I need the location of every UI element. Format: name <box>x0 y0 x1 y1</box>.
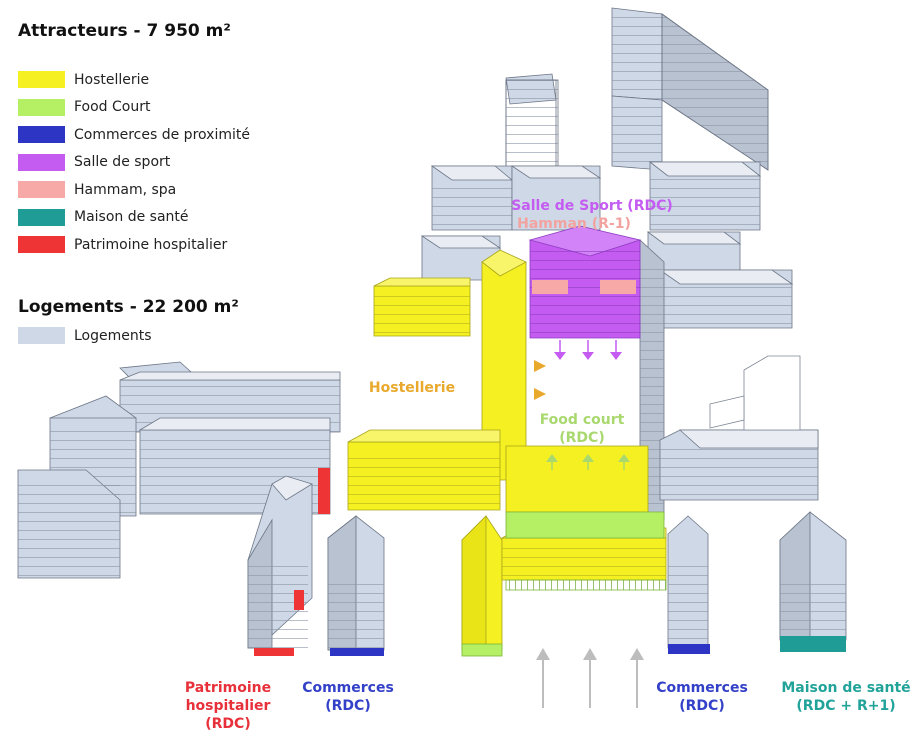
legend-item-logements: Logements <box>18 322 152 350</box>
legend-item-label: Patrimoine hospitalier <box>74 236 228 253</box>
label-commerces-left: Commerces <box>302 680 394 696</box>
food-arrows <box>546 454 630 470</box>
label-patrimoine: Patrimoine <box>185 680 271 696</box>
label-maison-sante: Maison de santé <box>781 680 910 696</box>
label-food-court-rdc: (RDC) <box>559 430 604 446</box>
label-patrimoine-2: hospitalier <box>186 698 271 714</box>
legend-item-label: Commerces de proximité <box>74 126 250 143</box>
label-maison-sante-floors: (RDC + R+1) <box>796 698 895 714</box>
food-court-buildings <box>461 511 667 657</box>
legend-attracteurs-list: Hostellerie Food Court Commerces de prox… <box>18 66 250 259</box>
legend-swatch <box>18 126 65 144</box>
housing-buildings <box>17 7 847 651</box>
legend-item-label: Logements <box>74 327 152 344</box>
label-commerces-right-rdc: (RDC) <box>679 698 724 714</box>
legend-item-label: Food Court <box>74 99 151 116</box>
legend-swatch <box>18 181 65 199</box>
legend-item-label: Salle de sport <box>74 154 171 171</box>
legend-item-hammam: Hammam, spa <box>18 176 250 204</box>
legend-item-label: Maison de santé <box>74 209 189 226</box>
patrimoine-bases <box>254 468 330 656</box>
label-commerces-left-rdc: (RDC) <box>325 698 370 714</box>
label-food-court: Food court <box>540 412 625 428</box>
hammam-areas <box>532 280 636 294</box>
annotation-labels: Salle de Sport (RDC) Hamman (R-1) Hostel… <box>185 198 911 732</box>
legend-swatch <box>18 208 65 226</box>
label-commerces-right: Commerces <box>656 680 748 696</box>
label-hammam: Hamman (R-1) <box>517 216 631 232</box>
legend-item-patrimoine: Patrimoine hospitalier <box>18 231 250 259</box>
legend-swatch <box>18 327 65 345</box>
legend-swatch <box>18 236 65 254</box>
hostellerie-buildings <box>347 249 667 651</box>
legend-item-salle-sport: Salle de sport <box>18 149 250 177</box>
legend-swatch <box>18 153 65 171</box>
white-outbuilding <box>709 355 801 431</box>
flow-arrows <box>534 340 644 708</box>
entrance-arrows <box>536 648 644 708</box>
sport-arrows <box>554 340 622 360</box>
legend-item-food-court: Food Court <box>18 94 250 122</box>
label-hostellerie: Hostellerie <box>369 380 455 396</box>
legend-item-commerces: Commerces de proximité <box>18 121 250 149</box>
maison-sante-base <box>780 636 846 652</box>
legend-item-hostellerie: Hostellerie <box>18 66 250 94</box>
hostellerie-arrows <box>534 360 546 400</box>
label-salle-sport: Salle de Sport (RDC) <box>511 198 673 214</box>
legend-item-label: Hammam, spa <box>74 181 177 198</box>
legend-swatch <box>18 71 65 89</box>
legend-swatch <box>18 98 65 116</box>
label-patrimoine-rdc: (RDC) <box>205 716 250 732</box>
legend-item-label: Hostellerie <box>74 71 150 88</box>
legend-logements-list: Logements <box>18 322 152 350</box>
legend-item-maison-sante: Maison de santé <box>18 204 250 232</box>
commerces-bases <box>330 644 710 656</box>
legend-title-logements: Logements - 22 200 m² <box>18 297 239 317</box>
legend-title-attracteurs: Attracteurs - 7 950 m² <box>18 21 231 41</box>
